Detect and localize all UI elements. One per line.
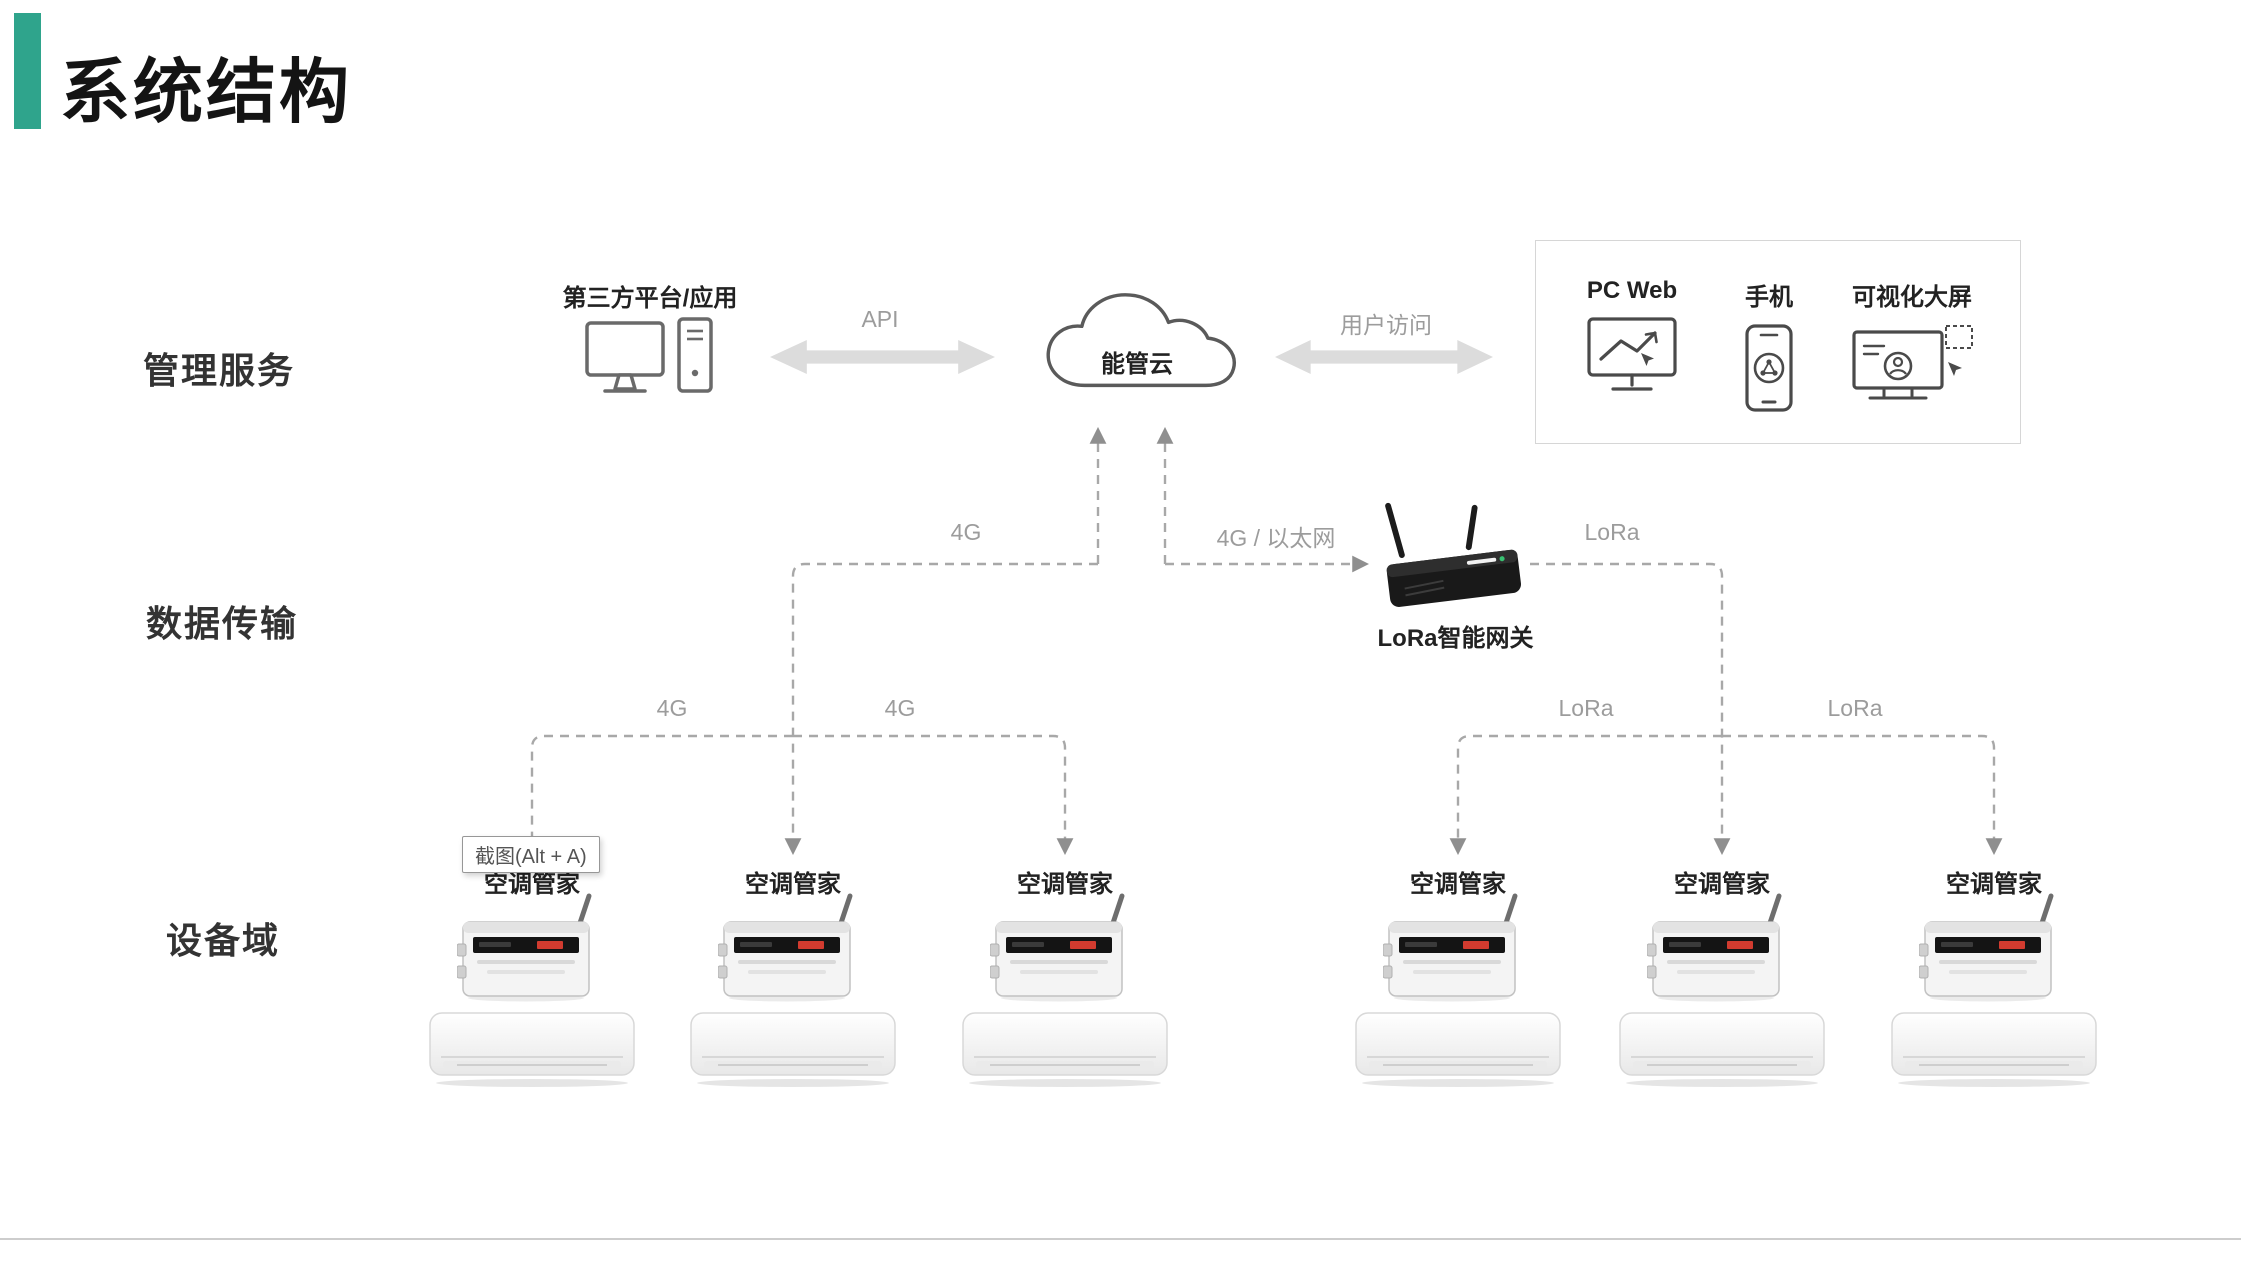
lora-gateway-icon: [1374, 498, 1532, 616]
ac-unit-icon: [1353, 1010, 1563, 1090]
controller-label: 空调管家: [1410, 871, 1506, 898]
bottom-divider: [0, 1238, 2241, 1240]
title-accent-bar: [14, 13, 41, 129]
link-label-4g-upper: 4G: [950, 519, 982, 545]
controller-device-icon: [1647, 892, 1797, 1002]
controller-label: 空调管家: [1674, 871, 1770, 898]
lora-gateway-label: LoRa智能网关: [1377, 625, 1534, 652]
desktop-computer-icon: [583, 315, 718, 410]
ac-unit-icon: [427, 1010, 637, 1090]
ac-unit-icon: [1889, 1010, 2099, 1090]
api-label: API: [861, 306, 899, 332]
third-party-label: 第三方平台/应用: [562, 285, 738, 312]
controller-device-icon: [1383, 892, 1533, 1002]
api-arrow: [770, 340, 995, 374]
controller-device-icon: [990, 892, 1140, 1002]
connector-gateway-downlink: [1530, 562, 1731, 856]
link-label-4g-branch-2: 4G: [884, 695, 916, 721]
controller-label: 空调管家: [1946, 871, 2042, 898]
link-label-lora-branch-2: LoRa: [1827, 695, 1883, 721]
link-label-gateway-uplink: 4G / 以太网: [1216, 525, 1336, 551]
connector-left-branch-1: [523, 734, 793, 856]
phone-icon: [1743, 322, 1795, 414]
bigscreen-label: 可视化大屏: [1852, 284, 1972, 311]
client-item-pcweb: PC Web: [1562, 277, 1702, 408]
layer-label-transmission: 数据传输: [146, 603, 299, 644]
phone-label: 手机: [1745, 284, 1793, 311]
page-title: 系统结构: [60, 53, 352, 131]
ac-unit-icon: [960, 1010, 1170, 1090]
link-label-lora-branch-1: LoRa: [1558, 695, 1614, 721]
ac-unit-icon: [688, 1010, 898, 1090]
bigscreen-icon: [1850, 322, 1975, 410]
pcweb-monitor-icon: [1585, 315, 1680, 403]
controller-device-icon: [1919, 892, 2069, 1002]
controller-label: 空调管家: [1017, 871, 1113, 898]
user-access-arrow: [1275, 340, 1493, 374]
pcweb-label: PC Web: [1586, 277, 1678, 304]
controller-device-icon: [457, 892, 607, 1002]
link-label-lora-upper: LoRa: [1584, 519, 1640, 545]
controller-label: 空调管家: [745, 871, 841, 898]
connector-left-branch-2: [793, 734, 1074, 856]
layer-label-devices: 设备域: [166, 920, 281, 961]
ac-unit-icon: [1617, 1010, 1827, 1090]
client-item-bigscreen: 可视化大屏: [1842, 277, 1982, 415]
connector-right-branch-1: [1449, 734, 1722, 856]
cloud-label: 能管云: [1101, 351, 1173, 378]
screenshot-tooltip: 截图(Alt + A): [462, 836, 600, 873]
user-access-label: 用户访问: [1340, 312, 1432, 338]
controller-device-icon: [718, 892, 868, 1002]
client-item-phone: 手机: [1699, 277, 1839, 419]
connector-left-4g-main: [784, 562, 1098, 856]
layer-label-management: 管理服务: [143, 350, 296, 391]
connector-right-branch-2: [1722, 734, 2003, 856]
client-panel: PC Web 手机 可视化大屏: [1535, 240, 2021, 444]
controller-label: 空调管家: [484, 871, 580, 898]
link-label-4g-branch-1: 4G: [656, 695, 688, 721]
